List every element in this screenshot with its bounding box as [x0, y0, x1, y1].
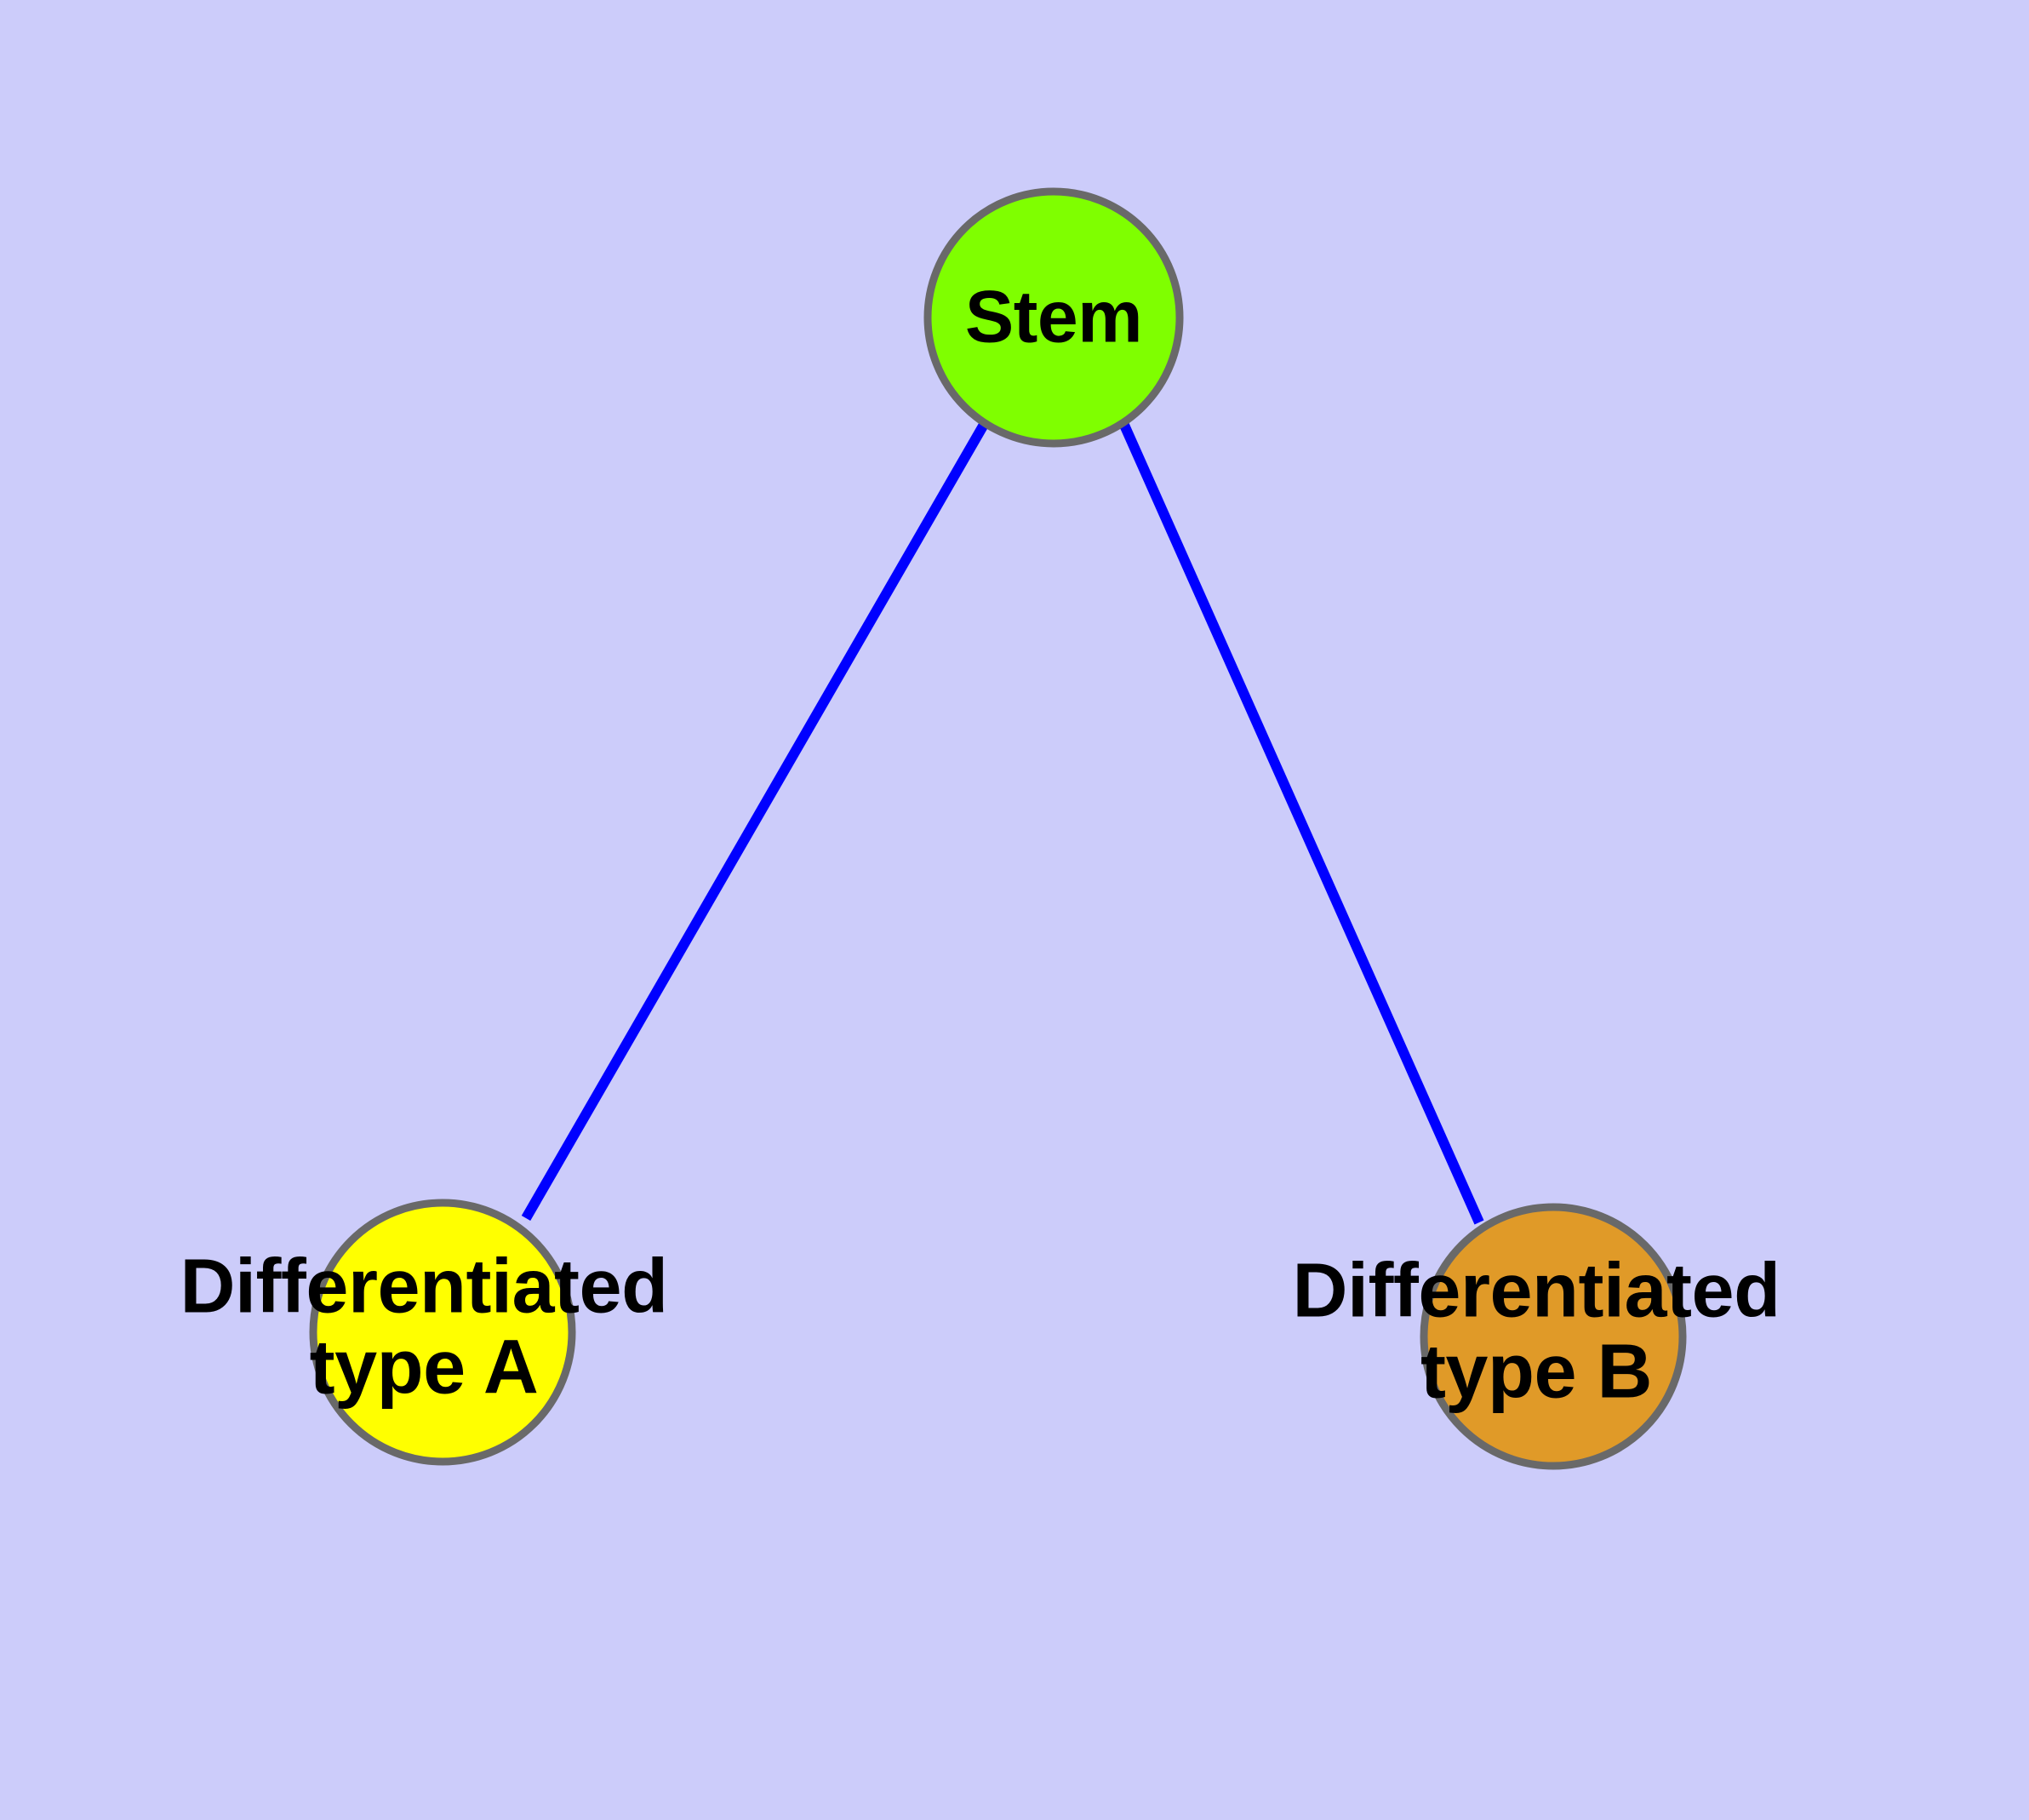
node-diff-type-a[interactable] — [309, 1199, 576, 1466]
edge-layer — [521, 421, 1484, 1225]
edge-stem-to-type-b[interactable] — [1118, 421, 1484, 1225]
node-stem[interactable] — [923, 187, 1184, 448]
node-layer — [309, 187, 1687, 1470]
edge-stem-to-type-a[interactable] — [521, 421, 990, 1221]
node-diff-type-b[interactable] — [1420, 1203, 1687, 1470]
